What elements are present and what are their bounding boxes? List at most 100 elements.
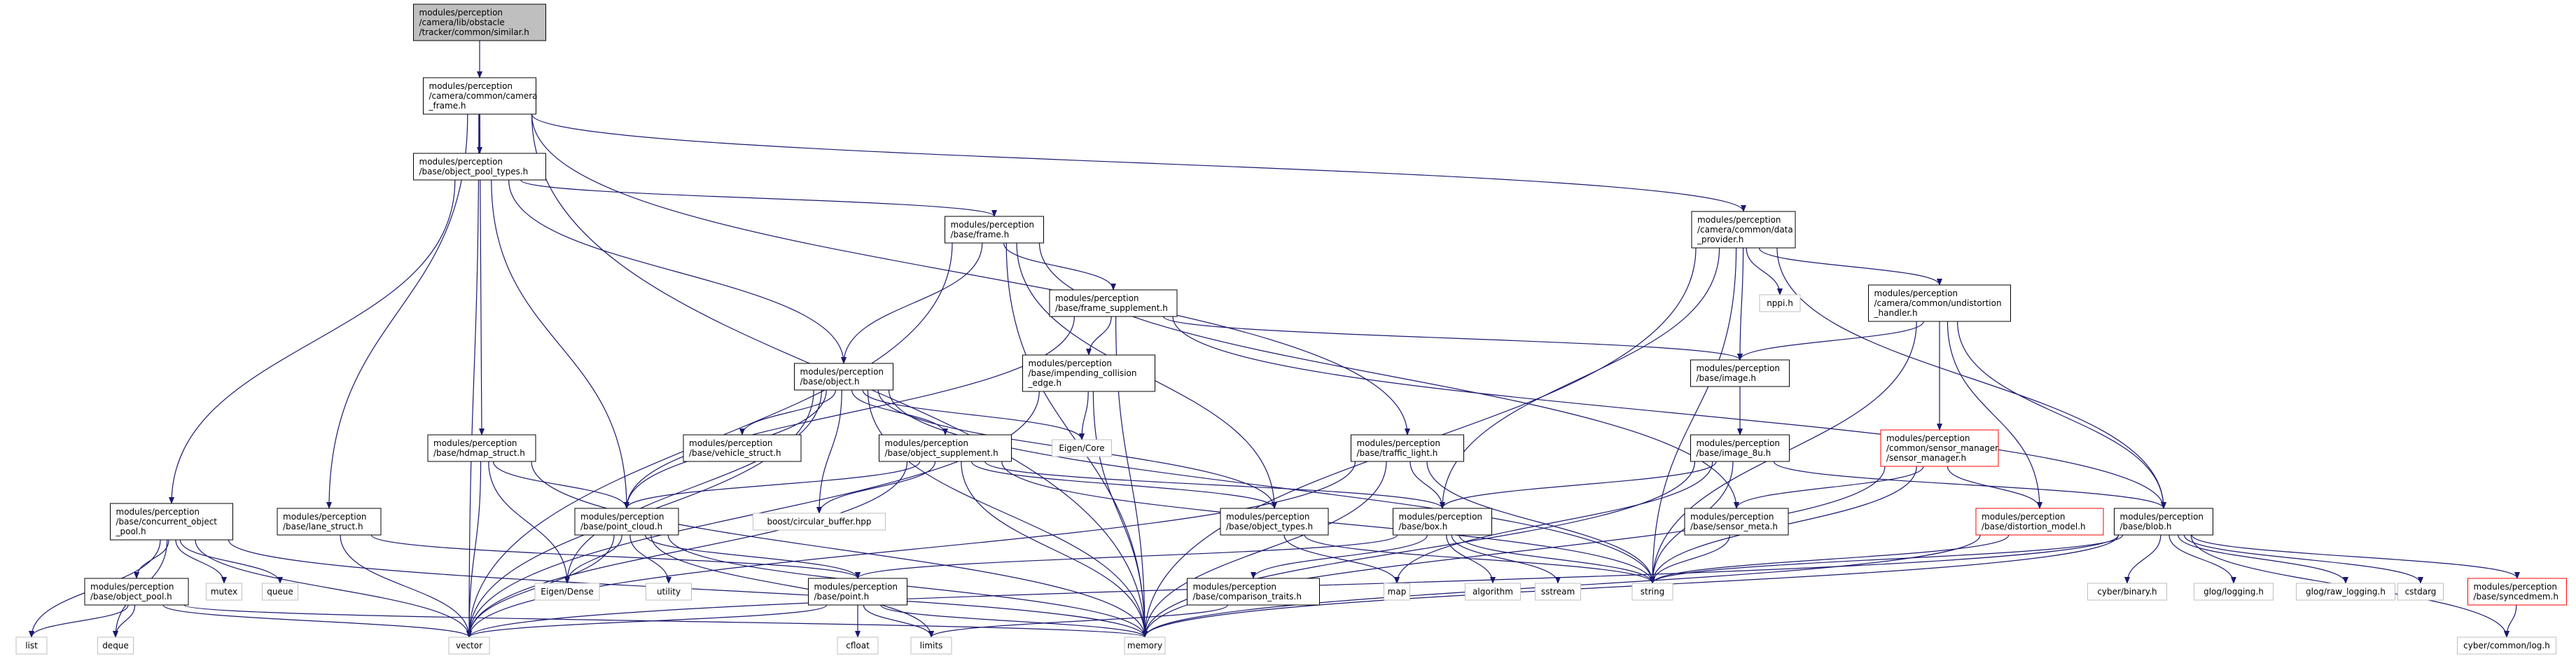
node-object-types[interactable]: modules/perception/base/object_types.h	[1220, 508, 1329, 536]
node-cyber-binary[interactable]: cyber/binary.h	[2087, 583, 2167, 601]
node-label-line: modules/perception	[885, 438, 969, 448]
node-label-line: glog/logging.h	[2203, 587, 2264, 597]
node-distortion-model[interactable]: modules/perception/base/distortion_model…	[1975, 508, 2104, 536]
node-traffic-light[interactable]: modules/perception/base/traffic_light.h	[1351, 434, 1464, 462]
node-label-line: modules/perception	[2474, 582, 2558, 592]
node-string[interactable]: string	[1631, 583, 1673, 601]
node-label-line: cyber/binary.h	[2097, 587, 2157, 597]
node-label: modules/perception/base/lane_struct.h	[283, 512, 367, 531]
node-hdmap-struct[interactable]: modules/perception/base/hdmap_struct.h	[427, 434, 536, 462]
node-cstdarg[interactable]: cstdarg	[2397, 583, 2444, 601]
node-glog-logging[interactable]: glog/logging.h	[2194, 583, 2274, 601]
node-label-line: string	[1641, 587, 1664, 597]
node-mutex[interactable]: mutex	[206, 583, 242, 601]
edge-camera-frame-to-lane-struct	[326, 113, 468, 509]
node-box	[534, 583, 600, 601]
node-memory[interactable]: memory	[1124, 636, 1166, 655]
node-object-pool-types[interactable]: modules/perception/base/object_pool_type…	[413, 153, 546, 181]
node-label-line: /base/concurrent_object	[116, 517, 218, 527]
node-label-line: /base/object_pool_types.h	[419, 167, 529, 176]
node-label-line: queue	[267, 587, 293, 597]
node-label-line: /base/image.h	[1697, 373, 1757, 383]
edge-blob-to-glog-logging	[2168, 534, 2236, 584]
node-vehicle-struct[interactable]: modules/perception/base/vehicle_struct.h	[683, 434, 802, 462]
node-object[interactable]: modules/perception/base/object.h	[794, 363, 893, 391]
node-label-line: /base/image_8u.h	[1697, 448, 1771, 458]
node-label-line: vector	[456, 641, 482, 650]
edge-object-pool-types-to-concurrent-object-pool	[169, 179, 456, 504]
node-algorithm[interactable]: algorithm	[1465, 583, 1521, 601]
node-lane-struct[interactable]: modules/perception/base/lane_struct.h	[277, 508, 382, 536]
edge-traffic-light-to-vector	[466, 461, 1356, 638]
node-cyber-log[interactable]: cyber/common/log.h	[2457, 636, 2556, 655]
node-eigen-dense[interactable]: Eigen/Dense	[534, 583, 600, 601]
node-label-line: modules/perception	[814, 582, 898, 592]
node-syncedmem[interactable]: modules/perception/base/syncedmem.h	[2467, 578, 2567, 606]
node-label-line: /camera/common/camera	[429, 91, 538, 101]
node-label: modules/perception/base/blob.h	[2120, 512, 2204, 531]
node-label-line: deque	[102, 641, 129, 650]
node-image[interactable]: modules/perception/base/image.h	[1690, 359, 1790, 387]
node-limits[interactable]: limits	[910, 636, 952, 655]
node-label-line: modules/perception	[283, 512, 367, 522]
node-label: map	[1388, 587, 1407, 597]
node-nppi[interactable]: nppi.h	[1759, 294, 1801, 312]
node-glog-raw-logging[interactable]: glog/raw_logging.h	[2296, 583, 2395, 601]
node-box	[1351, 434, 1464, 462]
node-box[interactable]: modules/perception/base/box.h	[1393, 508, 1492, 536]
node-box	[1535, 583, 1581, 601]
node-blob[interactable]: modules/perception/base/blob.h	[2114, 508, 2213, 536]
node-comparison-traits[interactable]: modules/perception/base/comparison_trait…	[1187, 578, 1320, 606]
node-image-8u[interactable]: modules/perception/base/image_8u.h	[1690, 434, 1790, 462]
node-camera-frame[interactable]: modules/perception/camera/common/camera_…	[423, 77, 538, 115]
node-label-line: cstdarg	[2405, 587, 2437, 597]
node-similar[interactable]: modules/perception/camera/lib/obstacle/t…	[413, 4, 546, 41]
node-label-line: /base/frame_supplement.h	[1055, 303, 1168, 313]
node-label-line: /sensor_manager.h	[1886, 453, 1966, 463]
node-point[interactable]: modules/perception/base/point.h	[808, 578, 907, 606]
node-point-cloud[interactable]: modules/perception/base/point_cloud.h	[574, 508, 679, 536]
node-frame[interactable]: modules/perception/base/frame.h	[945, 216, 1044, 244]
node-concurrent-object-pool[interactable]: modules/perception/base/concurrent_objec…	[110, 503, 233, 541]
node-label: modules/perception/base/vehicle_struct.h	[689, 438, 781, 458]
node-label: limits	[920, 641, 943, 650]
node-label-line: modules/perception	[1886, 433, 1970, 443]
edge-frame-supplement-to-image	[1163, 316, 1743, 361]
node-label-line: /base/box.h	[1399, 522, 1448, 531]
edge-sensor-manager-to-memory	[1142, 466, 1886, 638]
node-frame-supplement[interactable]: modules/perception/base/frame_supplement…	[1049, 289, 1178, 317]
node-label-line: nppi.h	[1767, 298, 1793, 308]
node-label-line: /base/traffic_light.h	[1357, 448, 1438, 458]
edge-frame-to-frame-supplement	[1003, 242, 1116, 291]
node-boost-cb[interactable]: boost/circular_buffer.hpp	[753, 513, 886, 531]
node-undistortion-handler[interactable]: modules/perception/camera/common/undisto…	[1868, 284, 2011, 322]
node-label: sstream	[1541, 587, 1575, 597]
node-object-supplement[interactable]: modules/perception/base/object_supplemen…	[879, 434, 1012, 462]
node-cfloat[interactable]: cfloat	[837, 636, 879, 655]
node-map[interactable]: map	[1384, 583, 1410, 601]
edge-object-supplement-to-point-cloud	[624, 461, 921, 509]
node-box	[448, 636, 490, 655]
node-impending-collision-edge[interactable]: modules/perception/base/impending_collis…	[1022, 354, 1155, 392]
node-vector[interactable]: vector	[448, 636, 490, 655]
node-sensor-manager[interactable]: modules/perception/common/sensor_manager…	[1880, 429, 1999, 467]
edge-object-supplement-to-box	[984, 461, 1445, 509]
node-utility[interactable]: utility	[646, 583, 692, 601]
node-label-line: modules/perception	[1029, 359, 1113, 368]
node-data-provider[interactable]: modules/perception/camera/common/data_pr…	[1691, 211, 1796, 249]
node-eigen-core[interactable]: Eigen/Core	[1052, 439, 1112, 457]
node-queue[interactable]: queue	[262, 583, 298, 601]
node-sensor-meta[interactable]: modules/perception/base/sensor_meta.h	[1684, 508, 1789, 536]
node-deque[interactable]: deque	[97, 636, 134, 655]
node-object-pool[interactable]: modules/perception/base/object_pool.h	[84, 578, 189, 606]
edge-box-to-algorithm	[1446, 534, 1496, 584]
edge-data-provider-to-nppi	[1746, 247, 1783, 295]
edge-point-cloud-to-point	[644, 534, 861, 579]
node-list[interactable]: list	[15, 636, 48, 655]
node-label: vector	[456, 641, 482, 650]
node-label-line: _provider.h	[1697, 235, 1743, 244]
node-sstream[interactable]: sstream	[1535, 583, 1581, 601]
node-label-line: _handler.h	[1874, 308, 1918, 318]
node-label: modules/perception/base/object_supplemen…	[885, 438, 998, 458]
